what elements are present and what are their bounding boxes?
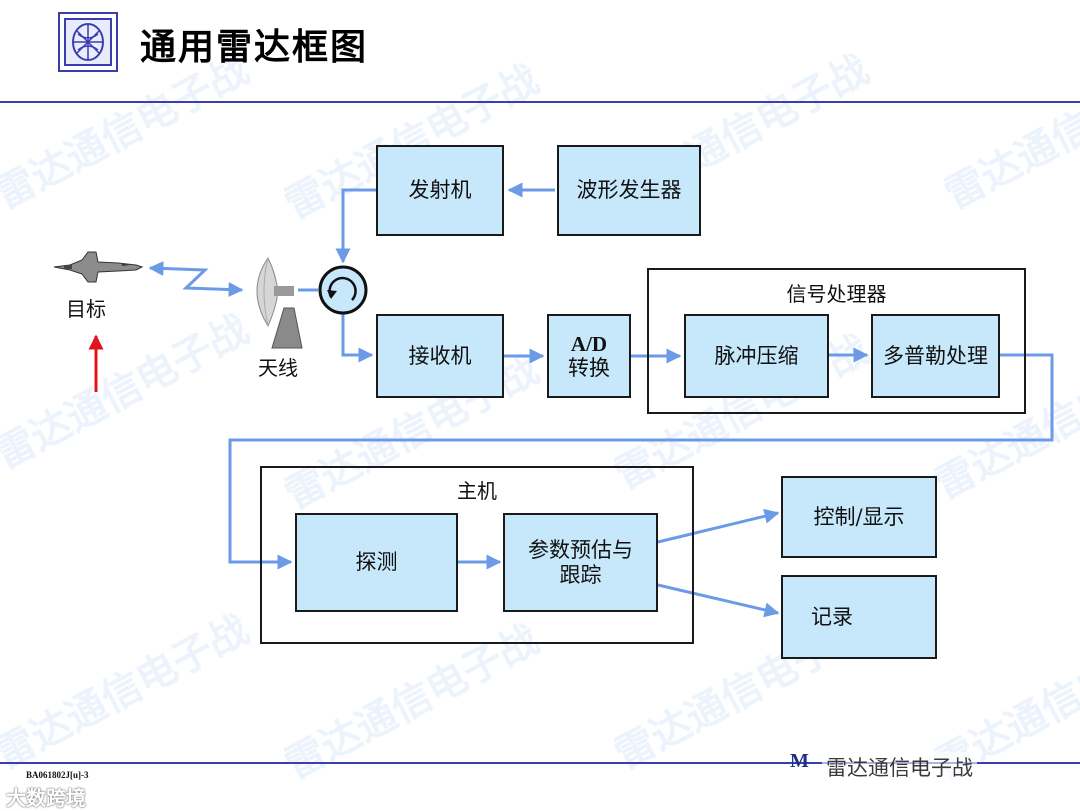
page-title: 通用雷达框图	[140, 26, 369, 68]
antenna-label: 天线	[258, 356, 298, 380]
footer-brand: M	[790, 750, 809, 772]
detection-block: 探测	[295, 513, 458, 612]
arrow-circulator-to-receiver	[341, 311, 374, 363]
host-label: 主机	[457, 479, 497, 503]
record-label: 记录	[811, 604, 853, 629]
record-block: 记录	[781, 575, 937, 659]
arrow-target-echo	[148, 260, 244, 298]
host-group	[260, 466, 694, 644]
parameter-estimation-block: 参数预估与 跟踪	[503, 513, 658, 612]
target-label: 目标	[66, 297, 106, 321]
ad-label: A/D	[570, 331, 608, 356]
estimation-label-line1: 参数预估与	[528, 538, 633, 563]
antenna-icon	[256, 257, 303, 349]
arrow-transmitter-to-circulator	[335, 188, 376, 264]
transmitter-label: 发射机	[408, 178, 472, 203]
header-rule	[0, 101, 1080, 103]
ad-converter-block: A/D 转换	[547, 314, 631, 398]
footer-logo-text: 大数跨境	[6, 786, 86, 810]
receiver-label: 接收机	[408, 343, 472, 368]
aircraft-icon	[53, 251, 144, 283]
arrow-estimation-to-record	[657, 583, 780, 618]
radar-logo-icon	[58, 12, 118, 72]
footer-code: BA061802J[u]-3	[26, 770, 89, 780]
waveform-generator-label: 波形发生器	[576, 178, 682, 203]
detection-label: 探测	[355, 550, 398, 575]
circulator-icon	[318, 265, 368, 315]
signal-processor-label: 信号处理器	[786, 282, 887, 306]
ad-convert-label: 转换	[568, 356, 610, 380]
estimation-label-line2: 跟踪	[559, 562, 602, 587]
pulse-compression-label: 脉冲压缩	[714, 343, 799, 368]
waveform-generator-block: 波形发生器	[557, 145, 701, 236]
footer-wechat-watermark: 雷达通信电子战	[822, 752, 977, 782]
control-display-label: 控制/显示	[813, 504, 905, 529]
signal-processor-group	[647, 268, 1026, 414]
footer-rule	[0, 762, 1080, 764]
pulse-compression-block: 脉冲压缩	[684, 314, 829, 398]
doppler-processing-label: 多普勒处理	[883, 343, 988, 368]
arrow-estimation-to-control	[657, 508, 780, 544]
transmitter-block: 发射机	[376, 145, 504, 236]
control-display-block: 控制/显示	[781, 476, 937, 558]
doppler-processing-block: 多普勒处理	[871, 314, 1000, 398]
receiver-block: 接收机	[376, 314, 504, 398]
arrow-doppler-to-detection	[228, 353, 1054, 570]
